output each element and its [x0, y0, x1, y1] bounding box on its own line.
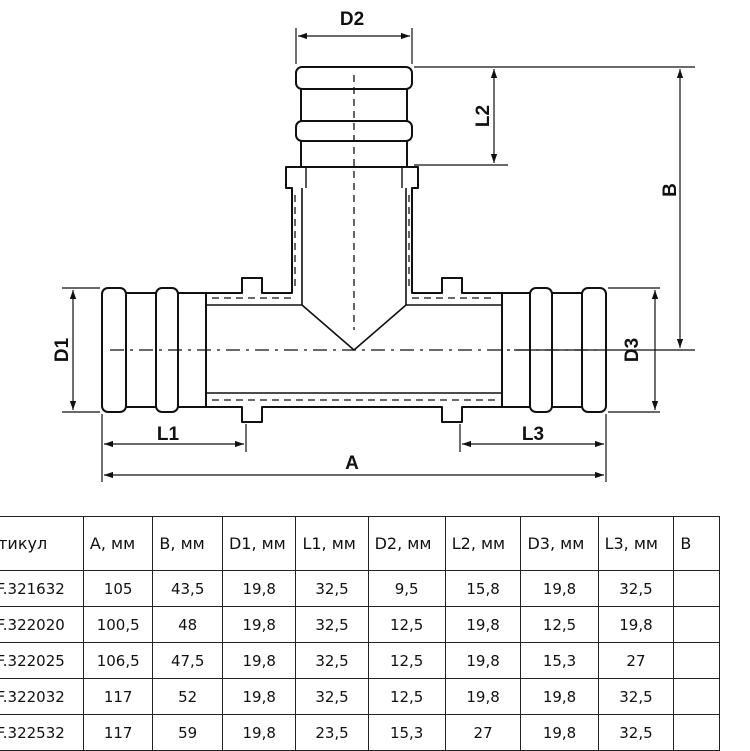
table-cell: 23,5 — [295, 714, 369, 751]
table-cell: 47,5 — [152, 642, 223, 679]
table-cell: 19,8 — [221, 678, 297, 715]
table-cell-article: VAF.321632 — [0, 570, 84, 607]
table-cell: 19,8 — [221, 570, 297, 607]
table-cell: 19,8 — [221, 714, 297, 751]
table-cell: 19,8 — [444, 642, 522, 679]
label-b: B — [660, 183, 681, 197]
col-header-d1: D1, мм — [221, 516, 297, 571]
col-header-b: B, мм — [152, 516, 223, 571]
label-d1: D1 — [52, 337, 73, 362]
table-cell: 32,5 — [597, 678, 675, 715]
col-header-extra: B — [673, 516, 720, 571]
table-cell: 12,5 — [367, 642, 446, 679]
col-header-l2: L2, мм — [444, 516, 522, 571]
table-cell: 59 — [152, 714, 223, 751]
table-cell-article: VAF.322020 — [0, 606, 84, 643]
table-cell — [673, 606, 720, 643]
table-cell: 19,8 — [444, 606, 522, 643]
table-cell: 32,5 — [597, 570, 675, 607]
table-cell: 32,5 — [597, 714, 675, 751]
col-header-article: Артикул — [0, 516, 84, 571]
table-cell: 32,5 — [295, 678, 369, 715]
table-cell — [673, 570, 720, 607]
table-cell: 19,8 — [520, 570, 599, 607]
table-cell: 12,5 — [520, 606, 599, 643]
table-cell-article: VAF.322032 — [0, 678, 84, 715]
table-cell: 106,5 — [82, 642, 154, 679]
table-cell: 27 — [444, 714, 522, 751]
table-cell: 48 — [152, 606, 223, 643]
table-header-row: Артикул A, мм B, мм D1, мм L1, мм D2, мм… — [0, 516, 720, 571]
table-cell: 43,5 — [152, 570, 223, 607]
table-cell: 100,5 — [82, 606, 154, 643]
table-row: VAF.322025106,547,519,832,512,519,815,32… — [0, 642, 720, 679]
table-cell: 12,5 — [367, 678, 446, 715]
col-header-l3: L3, мм — [597, 516, 675, 571]
table-cell: 9,5 — [367, 570, 446, 607]
label-d2: D2 — [340, 9, 364, 30]
table-cell: 52 — [152, 678, 223, 715]
col-header-d3: D3, мм — [520, 516, 599, 571]
table-cell — [673, 714, 720, 751]
table-cell — [673, 678, 720, 715]
col-header-l1: L1, мм — [295, 516, 369, 571]
table-cell: 27 — [597, 642, 675, 679]
table-cell: 19,8 — [221, 606, 297, 643]
table-cell: 19,8 — [444, 678, 522, 715]
spec-table: Артикул A, мм B, мм D1, мм L1, мм D2, мм… — [0, 516, 720, 751]
col-header-a: A, мм — [82, 516, 154, 571]
table-cell — [673, 642, 720, 679]
table-cell: 117 — [82, 678, 154, 715]
table-cell: 19,8 — [520, 714, 599, 751]
label-l3: L3 — [522, 424, 544, 445]
table-cell: 32,5 — [295, 570, 369, 607]
table-cell: 15,3 — [367, 714, 446, 751]
table-cell-article: VAF.322025 — [0, 642, 84, 679]
table-cell: 15,8 — [444, 570, 522, 607]
table-body: VAF.32163210543,519,832,59,515,819,832,5… — [0, 570, 720, 751]
dimension-lines — [62, 28, 695, 482]
table-cell-article: VAF.322532 — [0, 714, 84, 751]
table-row: VAF.322020100,54819,832,512,519,812,519,… — [0, 606, 720, 643]
label-a: A — [345, 453, 359, 474]
table-cell: 32,5 — [295, 642, 369, 679]
table-cell: 15,3 — [520, 642, 599, 679]
table-cell: 105 — [82, 570, 154, 607]
col-header-d2: D2, мм — [367, 516, 446, 571]
table-cell: 32,5 — [295, 606, 369, 643]
table-cell: 117 — [82, 714, 154, 751]
table-cell: 19,8 — [597, 606, 675, 643]
table-cell: 19,8 — [221, 642, 297, 679]
table-cell: 12,5 — [367, 606, 446, 643]
label-d3: D3 — [622, 338, 643, 362]
tee-fitting-drawing: D2 L2 B D1 D3 L1 L3 A — [52, 9, 695, 482]
table-cell: 19,8 — [520, 678, 599, 715]
label-l2: L2 — [473, 105, 494, 127]
label-l1: L1 — [157, 424, 180, 445]
